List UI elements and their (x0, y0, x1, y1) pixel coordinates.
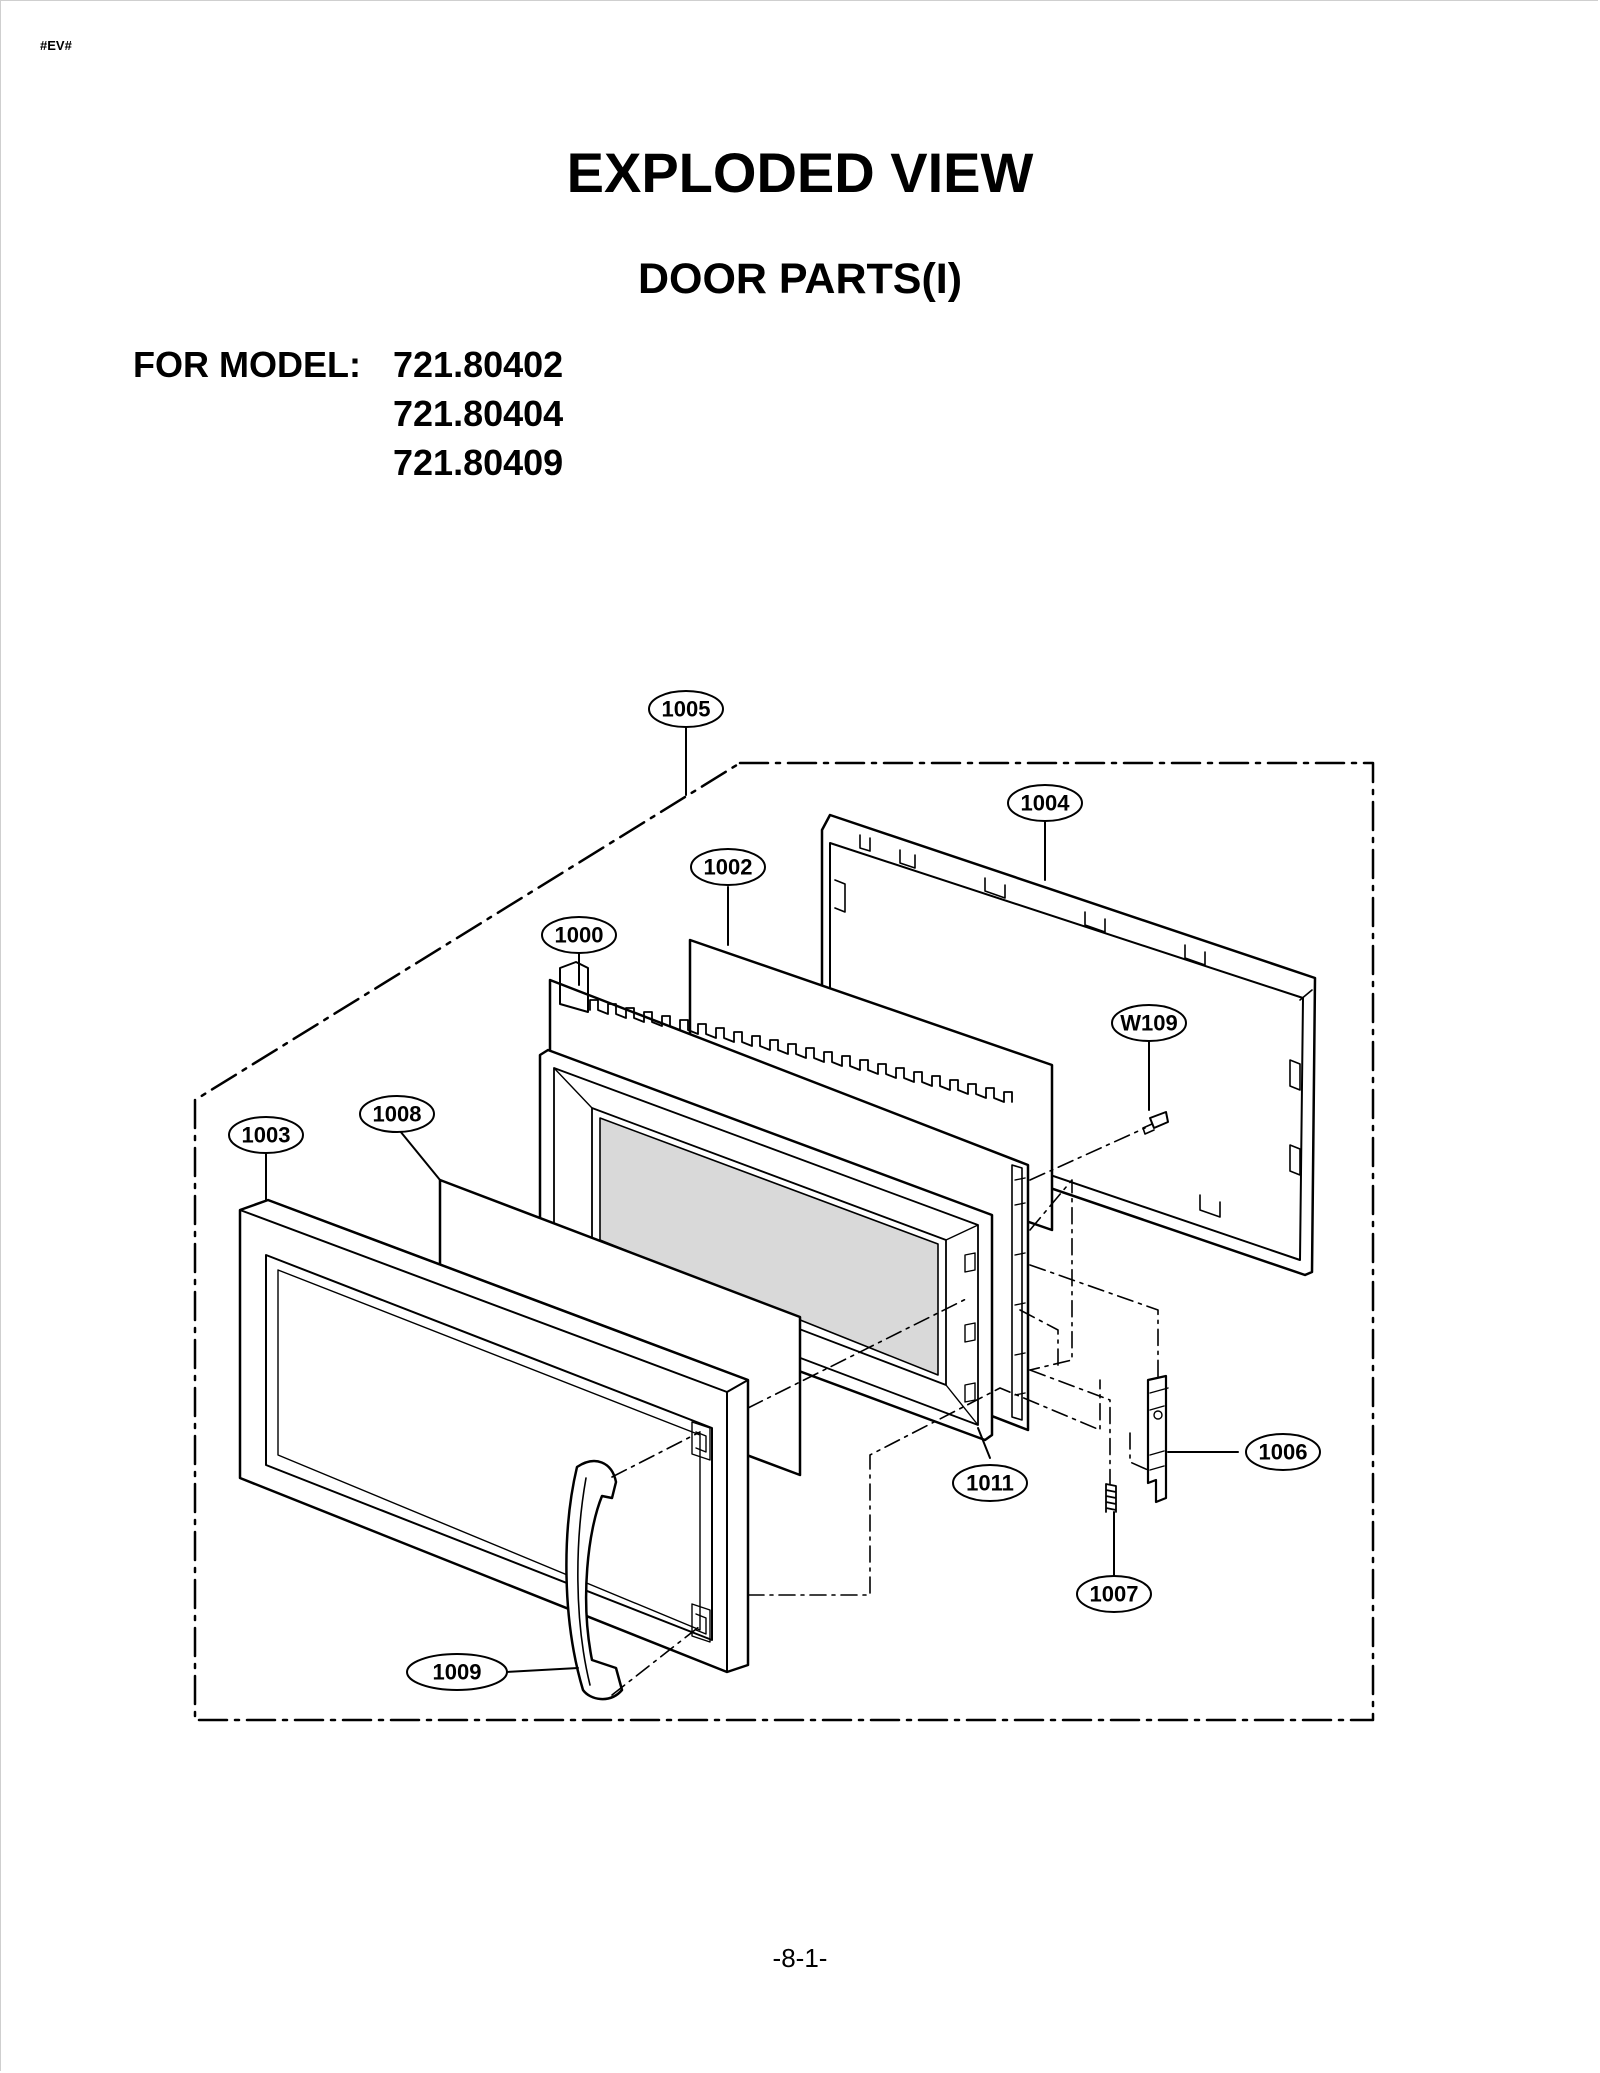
callout-1009: 1009 (406, 1653, 508, 1691)
model-number: 721.80402 (393, 344, 564, 385)
callout-leaders (265, 727, 1239, 1673)
model-number: 721.80409 (393, 442, 564, 483)
model-number: 721.80404 (393, 393, 564, 434)
model-row: 721.80409 (133, 438, 563, 487)
screw (1142, 1111, 1169, 1135)
callout-label: 1004 (1021, 791, 1071, 816)
callout-label: 1007 (1090, 1582, 1139, 1607)
callout-1007: 1007 (1076, 1575, 1152, 1613)
latch-lever (1146, 1374, 1169, 1504)
callout-label: 1002 (704, 855, 753, 880)
callout-1002: 1002 (690, 848, 766, 886)
callout-label: 1011 (966, 1471, 1014, 1496)
model-list: FOR MODEL: 721.80402 721.80404 721.80409 (133, 340, 563, 487)
callout-1005: 1005 (648, 690, 724, 728)
callout-label: 1008 (373, 1102, 422, 1127)
callout-1004: 1004 (1007, 784, 1083, 822)
latch-spring (1105, 1483, 1117, 1513)
outer-door-frame (238, 1198, 750, 1674)
callout-label: W109 (1120, 1011, 1177, 1036)
section-subtitle: DOOR PARTS(I) (637, 255, 963, 303)
model-row: 721.80404 (133, 389, 563, 438)
callout-1006: 1006 (1245, 1433, 1321, 1471)
callout-label: 1006 (1259, 1440, 1308, 1465)
callout-1000: 1000 (541, 916, 617, 954)
callout-label: 1009 (433, 1660, 482, 1685)
callout-1008: 1008 (359, 1095, 435, 1133)
callout-W109: W109 (1111, 1004, 1187, 1042)
model-label: FOR MODEL: (133, 344, 361, 385)
callout-1003: 1003 (228, 1116, 304, 1154)
page-title: EXPLODED VIEW (566, 141, 1034, 204)
document-tag: #EV# (40, 38, 72, 53)
model-row: FOR MODEL: 721.80402 (133, 340, 563, 389)
callout-label: 1003 (242, 1123, 291, 1148)
callout-label: 1005 (662, 697, 711, 722)
callout-label: 1000 (555, 923, 604, 948)
assembly-boundary (193, 761, 1375, 1722)
page-number: -8-1- (772, 1943, 828, 1973)
callout-1011: 1011 (952, 1464, 1028, 1502)
door-handle (565, 1459, 624, 1701)
assembly-guide-lines (611, 1127, 1159, 1696)
